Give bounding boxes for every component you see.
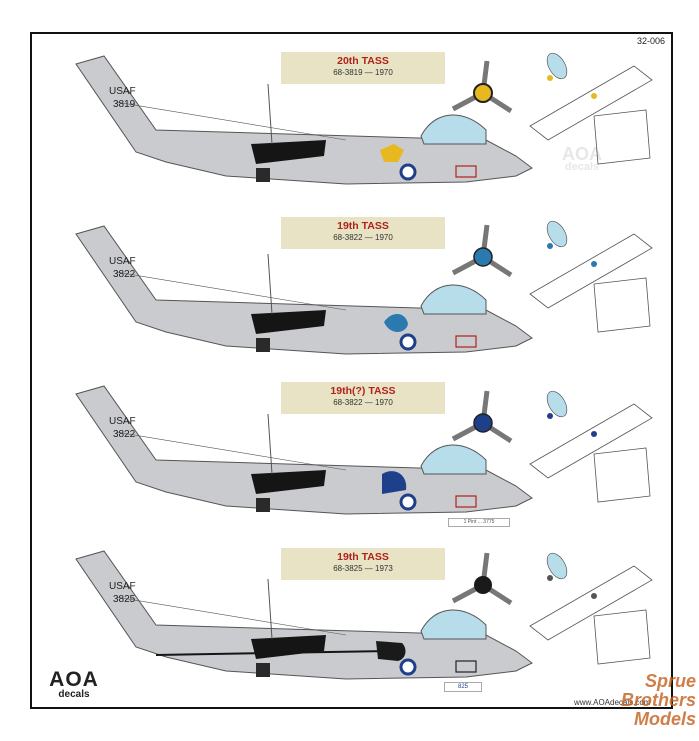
tail-number-3: 3822 [113,429,136,440]
nose-marking-1 [380,144,404,162]
brand-name: AOA [49,668,99,691]
tail-text-4: USAF [109,581,136,592]
aircraft-profile-3: USAF 3822 [75,385,533,515]
nose-marking-2 [384,313,408,332]
unit-label-1: 20th TASS 68-3819 — 1970 [281,52,445,84]
planform-view-1 [529,52,653,165]
store-line-1: Sprue [644,671,696,691]
planform-view-2 [529,220,653,333]
serial-year-4: 68-3825 — 1973 [333,564,393,573]
brand-url: www.AOAdecals.com [574,698,651,707]
serial-year-3: 68-3822 — 1970 [333,398,393,407]
watermark-sub: decals [564,161,600,173]
unit-title-2: 19th TASS [337,220,389,232]
serial-year-2: 68-3822 — 1970 [333,233,393,242]
unit-label-4: 19th TASS 68-3825 — 1973 [281,548,445,580]
store-watermark: Sprue Brothers Models [586,672,696,736]
propeller-icon-1 [451,60,513,114]
aoa-watermark: AOA decals [552,144,612,173]
unit-label-2: 19th TASS 68-3822 — 1970 [281,217,445,249]
tail-number-2: 3822 [113,269,136,280]
planform-view-4 [529,552,653,665]
tail-text-2: USAF [109,256,136,267]
propeller-icon-2 [451,224,513,278]
unit-title-4: 19th TASS [337,551,389,563]
sheet-number: 32-006 [636,36,665,46]
unit-title-1: 20th TASS [337,55,389,67]
aoa-logo: AOA decals [44,668,104,700]
store-line-2: Brothers [620,690,696,710]
aircraft-profile-4: USAF 3825 [75,550,533,680]
tail-text-3: USAF [109,416,136,427]
stencil-decal-4: 825 [444,682,482,692]
tail-number-1: 3819 [113,99,136,110]
planform-view-3 [529,390,653,503]
propeller-icon-4 [451,552,513,606]
aircraft-profile-2: USAF 3822 [75,225,533,355]
nose-marking-3 [382,471,407,494]
decal-sheet: 32-006 USAF 3819 20th TASS 68-3819 — 197… [30,32,673,709]
aircraft-profile-1: USAF 3819 [75,55,533,185]
serial-year-1: 68-3819 — 1970 [333,68,393,77]
brand-sub: decals [58,689,90,700]
stencil-decal-3: 1 Pint ... 3775 [448,518,510,527]
unit-label-3: 19th(?) TASS 68-3822 — 1970 [281,382,445,414]
tail-text-1: USAF [109,86,136,97]
watermark-name: AOA [562,144,602,164]
store-line-3: Models [633,709,696,729]
propeller-icon-3 [451,390,513,444]
unit-title-3: 19th(?) TASS [330,385,396,397]
nose-marking-4 [376,641,406,661]
tail-number-4: 3825 [113,594,136,605]
